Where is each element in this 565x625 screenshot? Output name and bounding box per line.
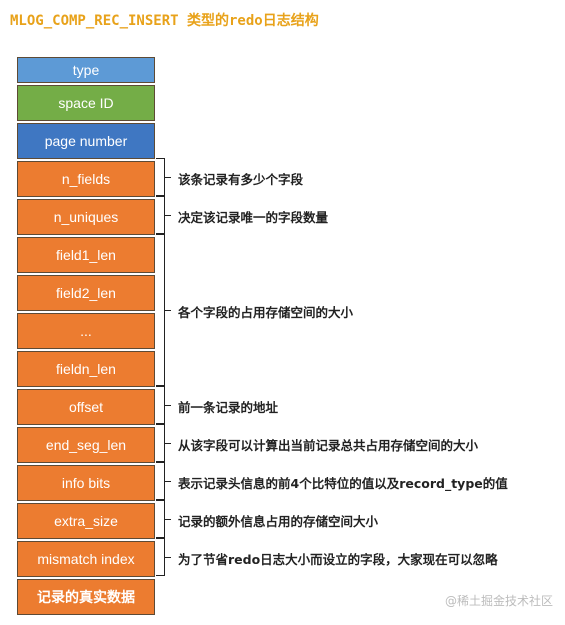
note-mismatch-index: 为了节省redo日志大小而设立的字段，大家现在可以忽略	[178, 552, 498, 567]
cell-ellipsis: ...	[17, 313, 155, 349]
cell-field1-len: field1_len	[17, 237, 155, 273]
note-n-fields: 该条记录有多少个字段	[178, 172, 304, 187]
note-offset: 前一条记录的地址	[178, 400, 279, 415]
cell-mismatch-index: mismatch index	[17, 541, 155, 577]
bracket-mismatch-index	[156, 538, 171, 576]
bracket-offset	[156, 386, 171, 424]
cell-n-uniques: n_uniques	[17, 199, 155, 235]
watermark: @稀土掘金技术社区	[444, 594, 553, 608]
note-n-uniques: 决定该记录唯一的字段数量	[178, 210, 329, 225]
bracket-n-uniques	[156, 196, 171, 234]
note-end-seg-len: 从该字段可以计算出当前记录总共占用存储空间的大小	[178, 438, 479, 453]
cell-fieldn-len: fieldn_len	[17, 351, 155, 387]
bracket-field-lens	[156, 234, 171, 386]
bracket-extra-size	[156, 500, 171, 538]
cell-offset: offset	[17, 389, 155, 425]
cell-field2-len: field2_len	[17, 275, 155, 311]
note-info-bits: 表示记录头信息的前4个比特位的值以及record_type的值	[178, 476, 508, 491]
note-extra-size: 记录的额外信息占用的存储空间大小	[178, 514, 379, 529]
cell-n-fields: n_fields	[17, 161, 155, 197]
bracket-n-fields	[156, 158, 171, 196]
cell-space-id: space ID	[17, 85, 155, 121]
bracket-info-bits	[156, 462, 171, 500]
note-field-lens: 各个字段的占用存储空间的大小	[178, 305, 354, 320]
bracket-end-seg-len	[156, 424, 171, 462]
log-structure-stack: type space ID page number n_fields n_uni…	[17, 57, 155, 617]
cell-real-data: 记录的真实数据	[17, 579, 155, 615]
cell-info-bits: info bits	[17, 465, 155, 501]
cell-page-number: page number	[17, 123, 155, 159]
cell-end-seg-len: end_seg_len	[17, 427, 155, 463]
cell-type: type	[17, 57, 155, 83]
diagram-title: MLOG_COMP_REC_INSERT 类型的redo日志结构	[10, 13, 319, 29]
cell-extra-size: extra_size	[17, 503, 155, 539]
